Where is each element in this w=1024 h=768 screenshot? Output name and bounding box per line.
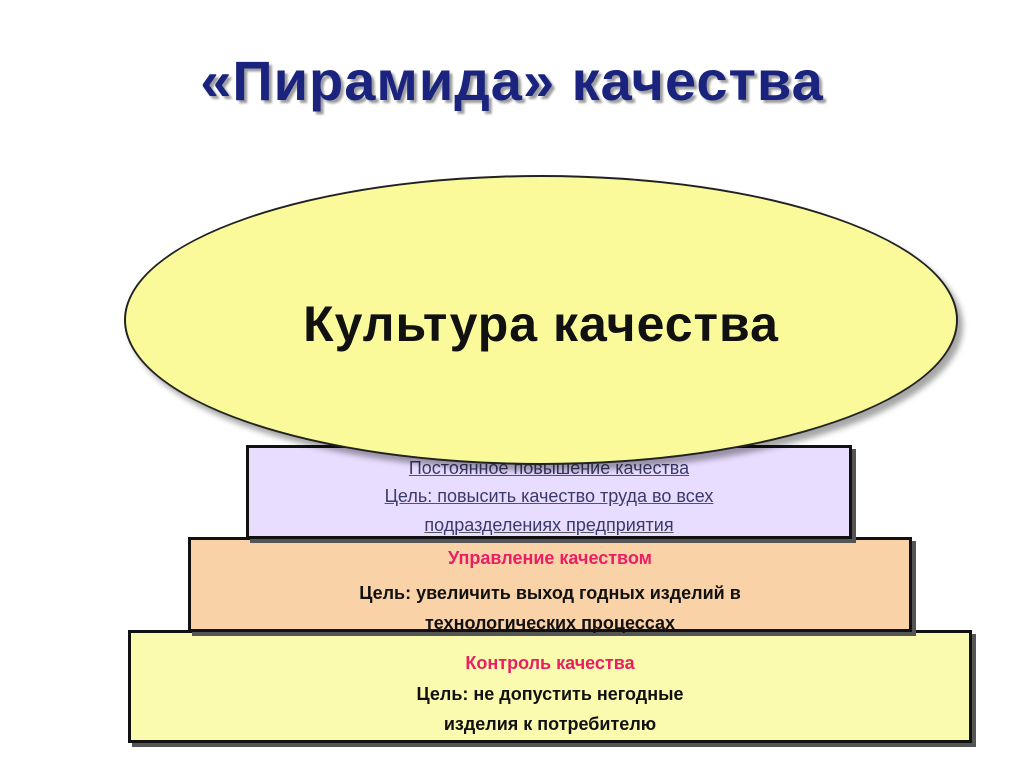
page-title: «Пирамида» качества <box>200 49 824 112</box>
quality-culture-label: Культура качества <box>303 296 779 352</box>
quality-culture-ellipse: Культура качества <box>124 175 958 465</box>
quality-control-goal: Цель: не допустить негодные изделия к по… <box>416 684 684 734</box>
pyramid-level-quality-control: Контроль качества Цель: не допустить нег… <box>128 630 972 743</box>
continuous-improvement-goal-line1: Цель: повысить качество труда во всех <box>384 486 714 506</box>
continuous-improvement-goal-line2: подразделениях предприятия <box>424 515 674 535</box>
quality-management-heading: Управление качеством <box>448 548 652 568</box>
quality-control-heading: Контроль качества <box>465 653 635 673</box>
quality-management-goal: Цель: увеличить выход годных изделий в т… <box>359 583 741 633</box>
pyramid-level-quality-management: Управление качеством Цель: увеличить вых… <box>188 537 912 633</box>
